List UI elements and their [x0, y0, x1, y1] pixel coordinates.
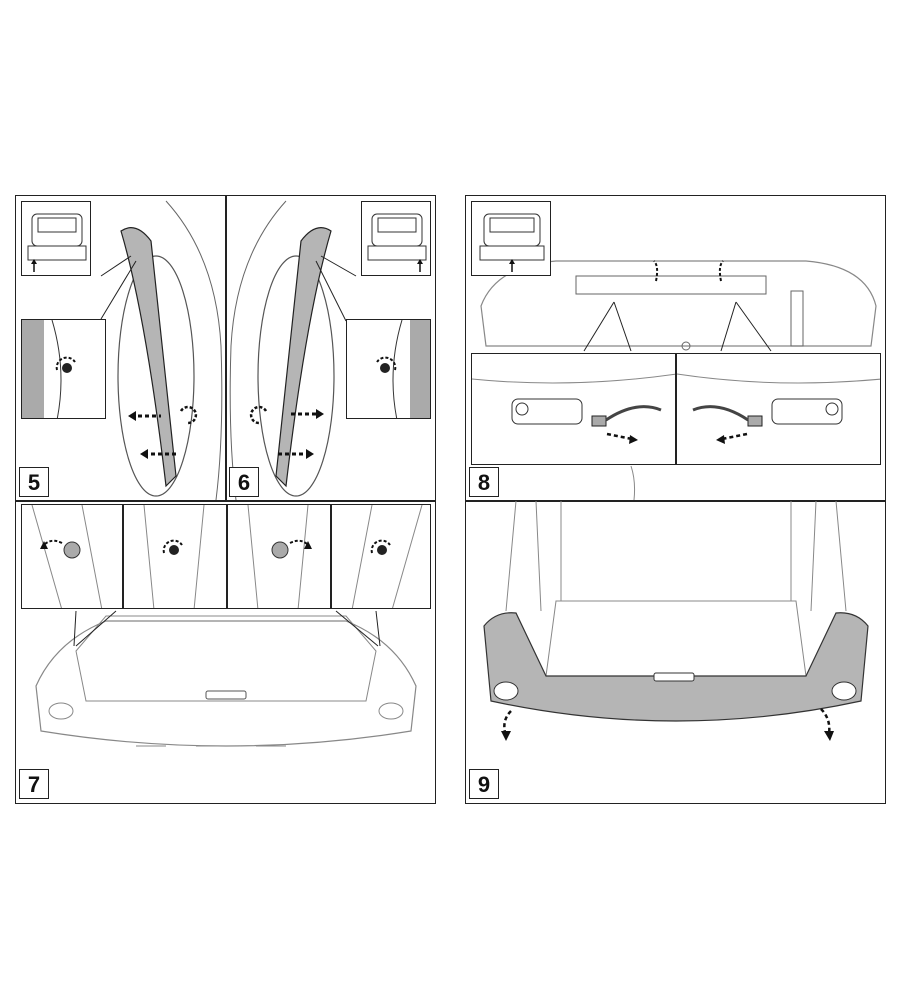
panel-divider-vertical [225, 196, 227, 501]
clip-detail-inset-3 [227, 504, 331, 609]
car-locator-inset [21, 201, 91, 276]
step-number-7: 7 [19, 769, 49, 799]
step-number-6: 6 [229, 467, 259, 497]
step-5-panel: 5 [16, 196, 225, 500]
clip-detail-inset [21, 319, 106, 419]
step-7-panel: 7 [16, 501, 436, 803]
step-number-8: 8 [469, 467, 499, 497]
connector-detail-inset-left [471, 353, 676, 465]
car-locator-inset [471, 201, 551, 276]
clip-detail-inset-1 [21, 504, 123, 609]
clip-detail-inset [346, 319, 431, 419]
panel-divider-horizontal [466, 500, 885, 502]
step-8-panel: 8 [466, 196, 886, 500]
clip-detail-inset-4 [331, 504, 431, 609]
wheel-arch-right-illustration [229, 200, 357, 500]
tailgate-opening-illustration [35, 610, 417, 747]
bumper-removal-illustration [483, 501, 869, 741]
instruction-block-left: 5 6 [15, 195, 436, 804]
step-number-5: 5 [19, 467, 49, 497]
instruction-block-right: 8 9 [465, 195, 886, 804]
rear-bumper-underside-illustration [480, 260, 877, 500]
step-9-panel: 9 [466, 501, 886, 803]
clip-detail-inset-2 [123, 504, 227, 609]
step-number-9: 9 [469, 769, 499, 799]
car-locator-inset [361, 201, 431, 276]
panel-divider-horizontal [16, 500, 435, 502]
step-6-panel: 6 [226, 196, 436, 500]
wheel-arch-left-illustration [100, 200, 223, 500]
connector-detail-inset-right [676, 353, 881, 465]
